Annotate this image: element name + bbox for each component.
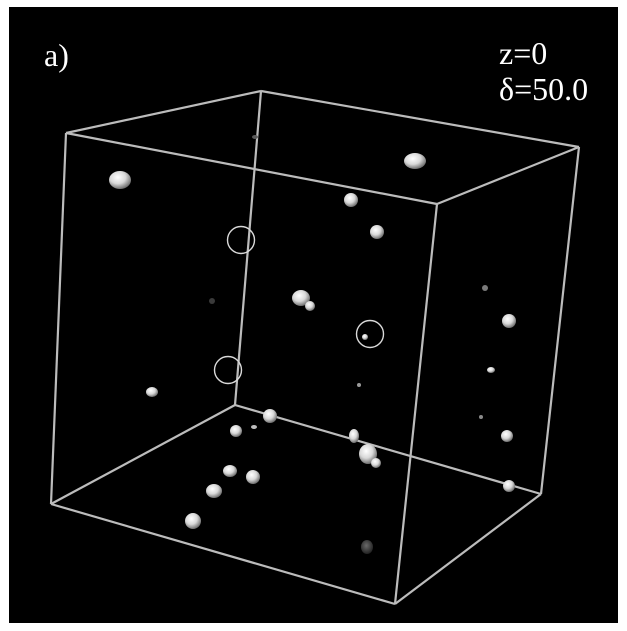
blob [230, 425, 242, 437]
simulation-box-scene [49, 89, 581, 606]
blob [359, 444, 377, 464]
blob [487, 367, 495, 373]
circle-marker [213, 355, 243, 385]
blob [223, 465, 237, 477]
simulation-render: a) z=0 δ=50.0 [9, 7, 618, 623]
blob [146, 387, 158, 397]
blob [502, 314, 516, 328]
speck [361, 540, 373, 554]
blob [503, 480, 515, 492]
blob [206, 484, 222, 498]
blob [371, 458, 381, 468]
box-edge [49, 132, 68, 505]
box-edge [393, 203, 439, 605]
speck [251, 425, 257, 429]
blob [404, 153, 426, 169]
density-blobs [109, 153, 516, 529]
blob [501, 430, 513, 442]
blob [349, 429, 359, 443]
blob [246, 470, 260, 484]
box-edge [436, 145, 580, 206]
speck [252, 135, 258, 139]
circle-marker [226, 225, 256, 255]
box-edge [65, 131, 438, 206]
box-edge [50, 404, 236, 505]
box-wireframe [49, 89, 581, 606]
blob [370, 225, 384, 239]
redshift-label: z=0 [499, 35, 548, 71]
delta-label: δ=50.0 [499, 71, 589, 107]
blob [292, 290, 310, 306]
blob [185, 513, 201, 529]
blob [109, 171, 131, 189]
blob [344, 193, 358, 207]
speck [209, 298, 215, 304]
circle-marker [355, 319, 385, 349]
speck [482, 285, 488, 291]
box-edge [539, 146, 581, 495]
box-edge [233, 90, 263, 406]
speck [479, 415, 483, 419]
box-edge [260, 89, 580, 149]
blob [305, 301, 315, 311]
speck [357, 383, 361, 387]
box-edge [394, 493, 542, 605]
box-edge [50, 502, 396, 606]
blob [362, 334, 368, 340]
panel-label: a) [44, 37, 69, 73]
box-edge [234, 403, 542, 496]
blob [263, 409, 277, 423]
faint-specks [209, 135, 488, 554]
circle-markers [213, 225, 385, 385]
box-edge [65, 89, 262, 135]
